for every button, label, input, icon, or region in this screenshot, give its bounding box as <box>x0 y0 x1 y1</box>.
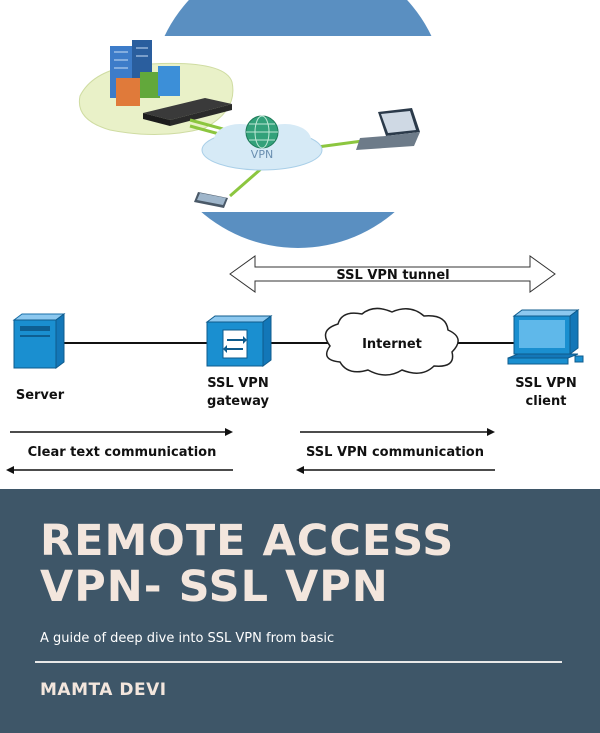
internet-label: Internet <box>362 337 422 352</box>
cover-title-band <box>0 489 600 733</box>
arrowhead <box>6 466 14 474</box>
arrowhead <box>225 428 233 436</box>
client-computer-icon <box>507 309 584 365</box>
ssl-vpn-diagram: SSL VPN tunnel Server SSL VPN gateway <box>6 255 584 474</box>
arrowhead <box>296 466 304 474</box>
gateway-label-line2: gateway <box>207 394 269 409</box>
server-label: Server <box>16 388 65 403</box>
vpn-illustration: VPN <box>78 0 460 248</box>
cover-title-line1: REMOTE ACCESS <box>40 516 455 566</box>
phone-icon <box>194 192 228 208</box>
arrowhead <box>487 428 495 436</box>
building-icon <box>110 40 180 106</box>
client-label-line2: client <box>526 394 567 409</box>
router-icon <box>143 98 232 126</box>
gateway-icon <box>205 315 273 367</box>
laptop-icon <box>356 108 420 150</box>
tunnel-arrow <box>229 255 556 293</box>
client-label-line1: SSL VPN <box>515 376 576 391</box>
cover-author: MAMTA DEVI <box>40 680 167 700</box>
tunnel-label: SSL VPN tunnel <box>336 268 449 283</box>
cloud-label: VPN <box>251 148 273 161</box>
globe-icon <box>245 115 279 149</box>
gateway-label-line1: SSL VPN <box>207 376 268 391</box>
internet-cloud-icon <box>324 307 459 376</box>
ssl-comm-label: SSL VPN communication <box>306 445 484 460</box>
cover-divider <box>35 661 562 663</box>
cover-subtitle: A guide of deep dive into SSL VPN from b… <box>40 631 335 646</box>
clear-text-label: Clear text communication <box>28 445 217 460</box>
cloud-icon: VPN <box>201 124 323 171</box>
cover-title-line2: VPN- SSL VPN <box>40 562 389 612</box>
connection-line <box>229 166 263 198</box>
server-icon <box>12 313 66 369</box>
